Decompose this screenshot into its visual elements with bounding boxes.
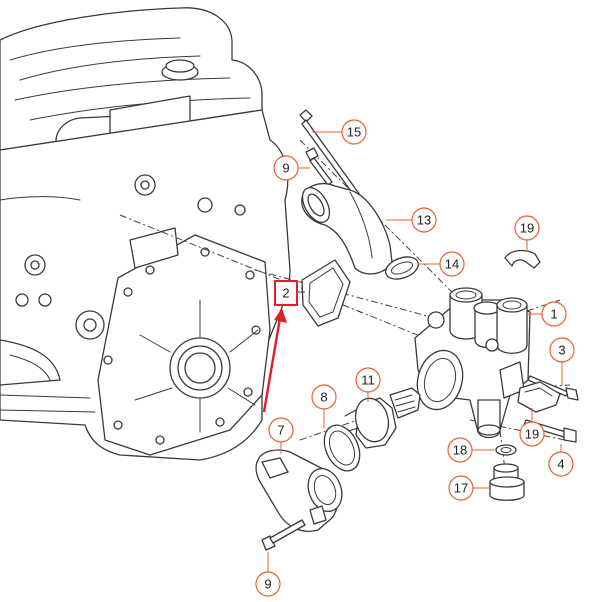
callout-15-circle [341,119,367,145]
callout-9-upper-label: 9 [282,161,289,176]
callout-19-upper-circle [514,215,540,241]
callout-8-label: 8 [320,390,327,405]
callout-13-circle [411,207,437,233]
callout-15-label: 15 [347,125,361,140]
callout-17-circle [448,475,474,501]
callout-17-label: 17 [454,481,468,496]
part-13-coolant-elbow [301,183,393,275]
part-9-lower-bolt [261,519,306,551]
callout-11-label: 11 [361,373,375,388]
callout-1-label: 1 [550,307,557,322]
highlight-arrow-head [274,308,287,323]
part-2-gasket [301,259,351,327]
callout-9-lower-label: 9 [264,577,271,592]
callout-7-circle [268,417,294,443]
part-14-o-ring [385,256,419,280]
callout-4-label: 4 [557,457,564,472]
callout-19-upper-label: 19 [520,221,534,236]
callout-9-lower-circle [255,571,281,597]
part-2-highlight: 2 [262,280,305,413]
callout-18-circle [447,437,473,463]
callout-8-circle [311,384,337,410]
callout-19-lower-label: 19 [525,427,539,442]
engine-block [0,7,291,461]
part-9-upper-bolt [305,147,333,186]
callout-14-circle [439,251,465,277]
callout-7-label: 7 [277,423,284,438]
part-17-plug [489,463,525,501]
callout-9-upper-circle [273,155,299,181]
callout-19-lower-circle [519,421,545,447]
callout-18-label: 18 [453,443,467,458]
part-2-highlight-box [274,280,298,306]
callout-13-label: 13 [417,213,431,228]
callouts: 15 9 13 14 19 1 3 11 8 [255,119,575,597]
part-1-coolant-flange [414,287,531,439]
part-19-lower-clip [517,381,561,413]
callout-14-label: 14 [445,257,459,272]
callout-11-circle [355,367,381,393]
callout-4-circle [548,451,574,477]
part-2-label: 2 [282,286,289,301]
part-3-bolt [527,375,579,401]
highlight-arrow-shaft [262,317,282,413]
part-19-upper-clip [504,249,541,269]
part-11-thermostat [344,387,421,449]
part-18-sealing-ring [495,444,517,456]
callout-1-circle [541,301,567,327]
callout-3-circle [549,337,575,363]
part-8-o-ring [323,424,361,472]
part-7-thermostat-cover [255,449,343,532]
callout-3-label: 3 [558,343,565,358]
